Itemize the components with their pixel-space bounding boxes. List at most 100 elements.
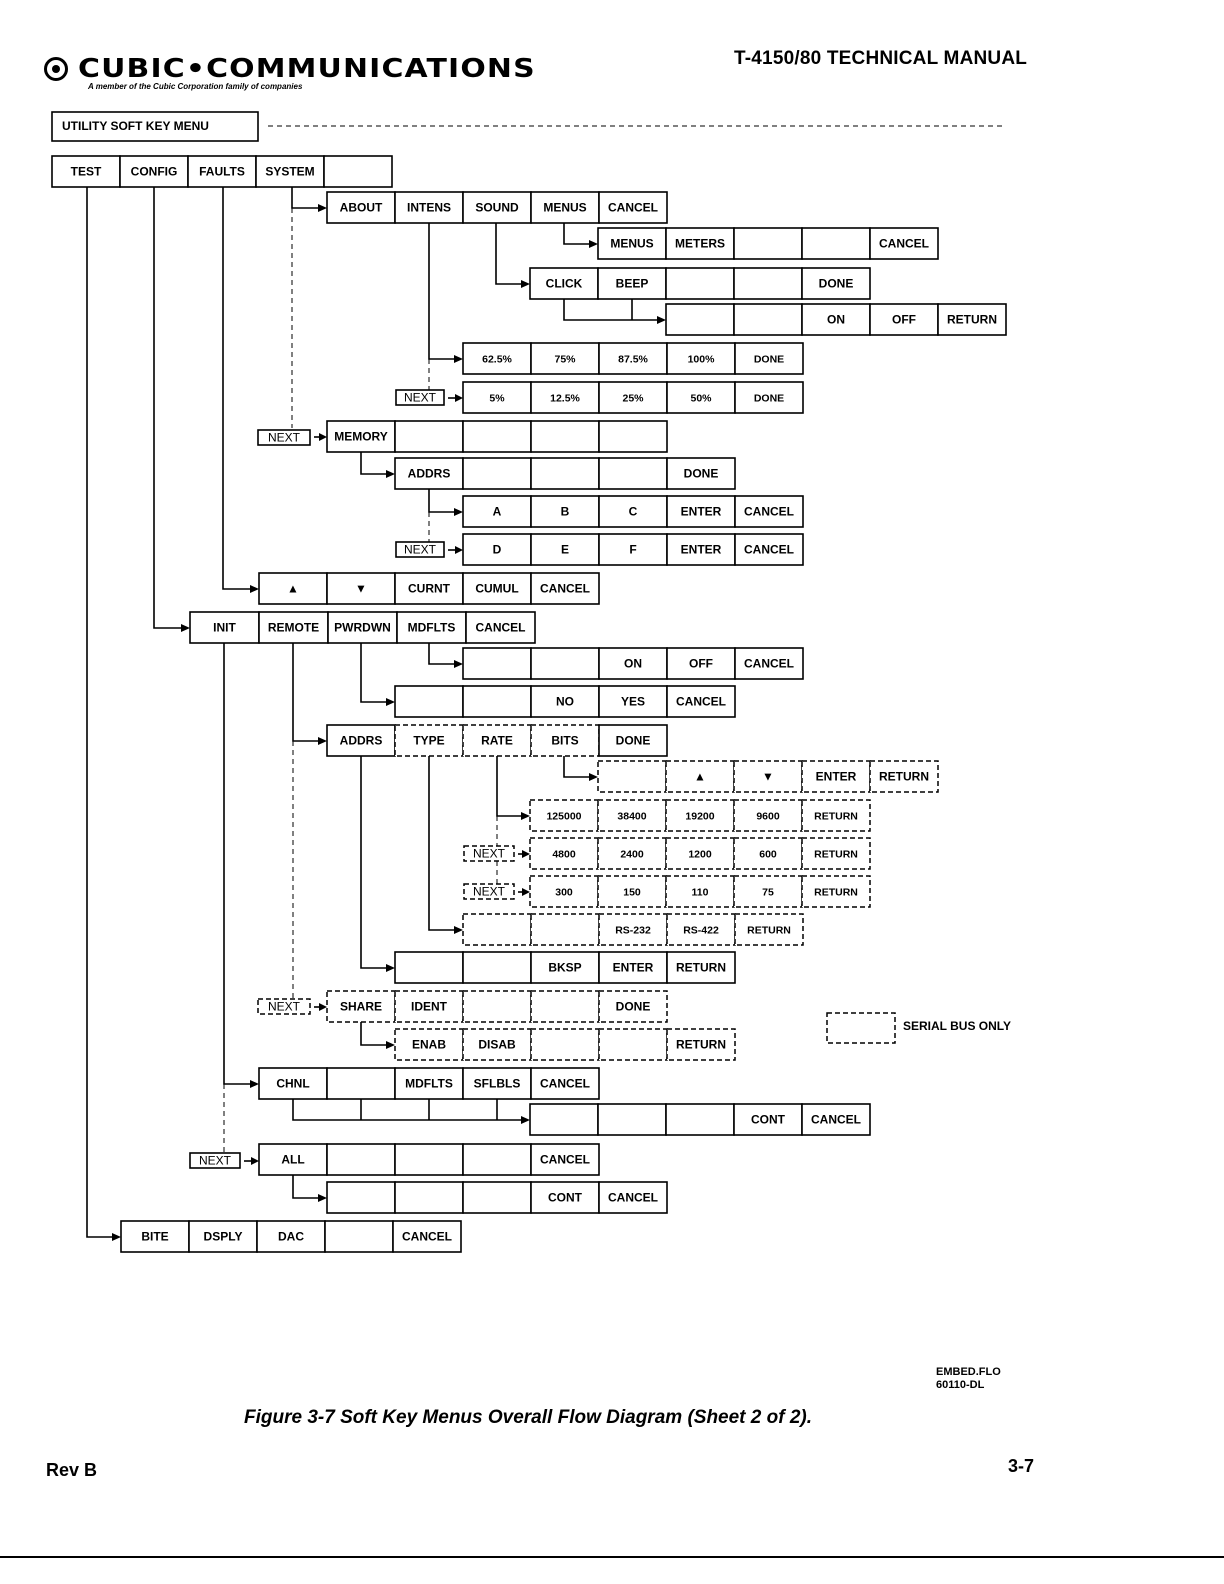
menu-key (324, 1220, 394, 1253)
drawing-number: 60110-DL (936, 1379, 985, 1391)
menu-key: RS-422 (666, 913, 736, 946)
menu-key: 100% (666, 342, 736, 375)
menu-key-box (530, 342, 600, 375)
menu-key-label: 25% (622, 392, 644, 404)
menu-key-label: YES (621, 695, 645, 709)
menu-key: CONFIG (119, 155, 189, 188)
menu-key: TYPE (394, 724, 464, 757)
menu-key (462, 990, 532, 1023)
menu-key-label: PWRDWN (334, 621, 391, 635)
menu-key: INIT (189, 611, 260, 644)
next-tag: NEXT (463, 883, 515, 900)
menu-key-box (937, 303, 1007, 336)
menu-key: 50% (666, 381, 736, 414)
menu-key: DONE (734, 342, 804, 375)
menu-key: CHNL (258, 1067, 328, 1100)
menu-key: CANCEL (530, 572, 600, 605)
menu-key-box (326, 191, 396, 224)
menu-key: 87.5% (598, 342, 668, 375)
menu-key-label: IDENT (411, 1000, 448, 1014)
menu-key-box (666, 457, 736, 490)
menu-key-box (733, 760, 803, 793)
menu-key-label: CANCEL (744, 657, 794, 671)
menu-key-box (326, 990, 396, 1023)
menu-key-box (733, 227, 803, 260)
menu-key-box (119, 155, 189, 188)
menu-key-box (530, 951, 600, 984)
menu-key: DAC (256, 1220, 326, 1253)
menu-key: CANCEL (530, 1067, 600, 1100)
menu-key-box (530, 572, 600, 605)
menu-key-box (598, 990, 668, 1023)
menu-key (598, 420, 668, 453)
menu-key: ON (598, 647, 668, 680)
menu-key: ▲ (258, 572, 328, 605)
menu-key-label: ▲ (287, 582, 299, 596)
next-tag-label: NEXT (404, 391, 437, 405)
menu-key: DISAB (462, 1028, 532, 1061)
menu-key-label: CANCEL (608, 201, 658, 215)
menu-row: MEMORY (326, 420, 668, 453)
menu-key: OFF (666, 647, 736, 680)
menu-key-box (598, 381, 668, 414)
menu-key-box (462, 1143, 532, 1176)
next-tag: NEXT (257, 998, 311, 1015)
menu-key-box (530, 457, 600, 490)
menu-key-label: ALL (281, 1153, 304, 1167)
menu-key-box (733, 837, 803, 870)
menu-key: 110 (665, 875, 735, 908)
menu-key-box (597, 760, 667, 793)
menu-key: MEMORY (326, 420, 396, 453)
menu-key (394, 685, 464, 718)
menu-key-label: CANCEL (476, 621, 526, 635)
menu-key-box (801, 303, 871, 336)
menu-key: SHARE (326, 990, 396, 1023)
menu-key-label: ENTER (681, 505, 722, 519)
menu-key-label: 100% (688, 353, 716, 365)
legend-swatch (826, 1012, 896, 1044)
menu-key-box (530, 724, 600, 757)
menu-key-label: RETURN (747, 924, 791, 936)
menu-key: F (598, 533, 668, 566)
menu-key-label: CHNL (276, 1077, 309, 1091)
menu-key: ENTER (666, 495, 736, 528)
company-name: CUBIC•COMMUNICATIONS (78, 54, 537, 84)
menu-key-label: CANCEL (744, 543, 794, 557)
figure-caption: Figure 3-7 Soft Key Menus Overall Flow D… (244, 1407, 813, 1428)
menu-key (462, 913, 532, 946)
menu-key: SFLBLS (462, 1067, 532, 1100)
menu-key-box (597, 837, 667, 870)
menu-key (665, 1103, 735, 1136)
company-logo: CUBIC•COMMUNICATIONS (44, 54, 535, 84)
next-tag-label: NEXT (473, 885, 506, 899)
menu-key: ADDRS (326, 724, 396, 757)
menu-key-box (188, 1220, 258, 1253)
menu-key-label: RETURN (947, 313, 997, 327)
menu-key-label: 600 (759, 848, 777, 860)
menu-key-box (733, 303, 803, 336)
menu-key-box (598, 1028, 668, 1061)
menu-key-box (666, 685, 736, 718)
menu-key-box (598, 647, 668, 680)
menu-key (394, 951, 464, 984)
menu-key-label: RETURN (814, 810, 858, 822)
menu-key-box (394, 724, 464, 757)
menu-key-box (529, 267, 599, 300)
next-tag-box (463, 845, 515, 862)
menu-key-box (734, 381, 804, 414)
menu-key-label: C (629, 505, 638, 519)
menu-key: NO (530, 685, 600, 718)
menu-key: REMOTE (258, 611, 329, 644)
menu-key: CANCEL (869, 227, 939, 260)
menu-key-box (392, 1220, 462, 1253)
menu-key-box (733, 799, 803, 832)
menu-key-label: SYSTEM (265, 165, 314, 179)
menu-key: RETURN (869, 760, 939, 793)
menu-key-box (323, 155, 393, 188)
menu-key: ABOUT (326, 191, 396, 224)
menu-key (462, 951, 532, 984)
